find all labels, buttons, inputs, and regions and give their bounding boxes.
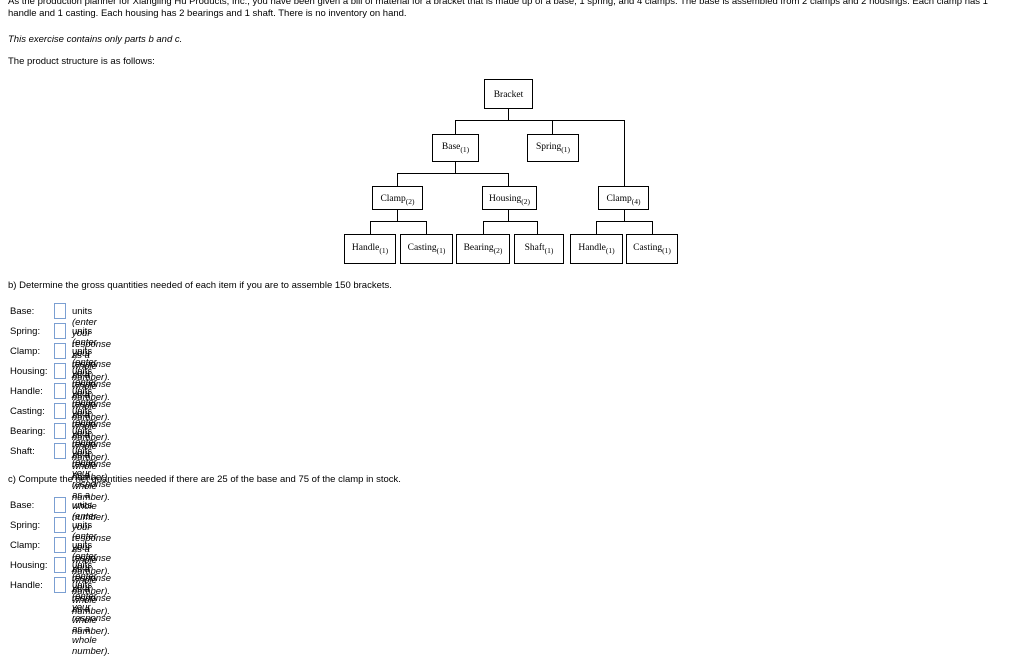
handle-net-input[interactable] — [54, 577, 66, 593]
node-spring: Spring(1) — [527, 134, 579, 162]
handle-gross-input[interactable] — [54, 383, 66, 399]
row-label: Casting: — [10, 406, 45, 417]
node-handle-a: Handle(1) — [344, 234, 396, 264]
units-label: units — [72, 346, 93, 357]
units-label: units — [72, 366, 93, 377]
node-housing: Housing(2) — [482, 186, 537, 210]
hint-text: (enter your response as a whole number). — [72, 357, 112, 423]
node-clamp-2: Clamp(2) — [372, 186, 423, 210]
node-handle-b: Handle(1) — [570, 234, 623, 264]
row-label: Clamp: — [10, 540, 41, 551]
units-label: units — [72, 386, 93, 397]
row-label: Shaft: — [10, 446, 35, 457]
base-net-input[interactable] — [54, 497, 66, 513]
spring-net-input[interactable] — [54, 517, 66, 533]
bearing-gross-input[interactable] — [54, 423, 66, 439]
units-label: units — [72, 306, 93, 317]
base-gross-input[interactable] — [54, 303, 66, 319]
product-structure-tree: Bracket Base(1) Spring(1) Clamp(2) Housi… — [0, 0, 1024, 300]
row-label: Base: — [10, 500, 35, 511]
units-label: units — [72, 326, 93, 337]
node-bearing: Bearing(2) — [456, 234, 510, 264]
hint-text: (enter your response as a whole number). — [72, 437, 112, 503]
units-label: units — [72, 500, 93, 511]
clamp-gross-input[interactable] — [54, 343, 66, 359]
hint-text: (enter your response as a whole number). — [72, 591, 112, 657]
hint-text: (enter your response as a whole number). — [72, 511, 112, 577]
clamp-net-input[interactable] — [54, 537, 66, 553]
units-label: units — [72, 426, 93, 437]
row-label: Spring: — [10, 520, 41, 531]
row-label: Handle: — [10, 580, 43, 591]
shaft-gross-input[interactable] — [54, 443, 66, 459]
part-b-title: b) Determine the gross quantities needed… — [8, 280, 392, 291]
structure-label: The product structure is as follows: — [8, 56, 155, 67]
row-label: Handle: — [10, 386, 43, 397]
row-label: Spring: — [10, 326, 41, 337]
problem-intro: As the production planner for Xiangling … — [8, 0, 988, 19]
row-label: Bearing: — [10, 426, 46, 437]
casting-gross-input[interactable] — [54, 403, 66, 419]
hint-text: (enter your response as a whole number). — [72, 457, 112, 523]
exercise-note: This exercise contains only parts b and … — [8, 34, 183, 45]
spring-gross-input[interactable] — [54, 323, 66, 339]
units-label: units — [72, 560, 93, 571]
node-casting-b: Casting(1) — [626, 234, 678, 264]
hint-text: (enter your response as a whole number). — [72, 417, 112, 483]
hint-text: (enter your response as a whole number). — [72, 397, 112, 463]
row-label: Clamp: — [10, 346, 41, 357]
units-label: units — [72, 540, 93, 551]
housing-net-input[interactable] — [54, 557, 66, 573]
hint-text: (enter your response as a whole number). — [72, 377, 112, 443]
node-bracket: Bracket — [484, 79, 533, 109]
units-label: units — [72, 580, 93, 591]
hint-text: (enter your response as a whole number). — [72, 337, 112, 403]
housing-gross-input[interactable] — [54, 363, 66, 379]
units-label: units — [72, 446, 93, 457]
node-shaft: Shaft(1) — [514, 234, 564, 264]
node-casting-a: Casting(1) — [400, 234, 453, 264]
units-label: units — [72, 406, 93, 417]
hint-text: (enter your response as a whole number). — [72, 317, 112, 383]
row-label: Housing: — [10, 560, 48, 571]
node-base: Base(1) — [432, 134, 479, 162]
part-c-title: c) Compute the net quantities needed if … — [8, 474, 401, 485]
units-label: units — [72, 520, 93, 531]
row-label: Housing: — [10, 366, 48, 377]
node-clamp-4: Clamp(4) — [598, 186, 649, 210]
row-label: Base: — [10, 306, 35, 317]
